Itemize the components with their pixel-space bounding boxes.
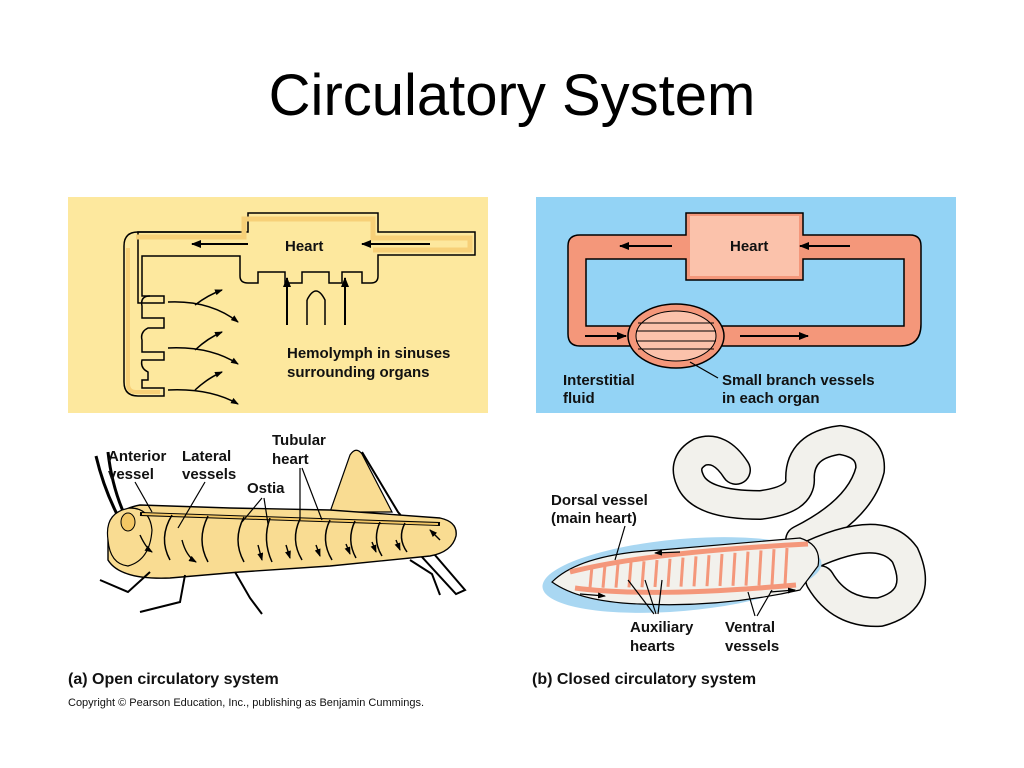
closed-heart-fill <box>690 216 799 276</box>
slide-title: Circulatory System <box>268 63 756 128</box>
grasshopper-dorsal-vessel-fill <box>141 513 439 525</box>
anterior-vessel-pointer <box>134 481 153 513</box>
worm-tail-coil-fill <box>674 426 884 554</box>
interstitial-label-2: fluid <box>563 390 595 407</box>
worm-segment-vessel <box>640 561 646 588</box>
open-arrow-out-4 <box>194 331 223 351</box>
lateral-vessels-pointer <box>177 481 206 529</box>
closed-pointer-line <box>689 361 719 379</box>
open-vessel-fill <box>126 248 160 394</box>
worm-segment-vessel <box>757 550 763 586</box>
open-vessel-left <box>123 231 240 397</box>
dorsal-label-1: Dorsal vessel <box>551 492 648 509</box>
worm-segment-vessel <box>770 549 776 586</box>
mid-leg <box>234 571 263 615</box>
dorsal-label-2: (main heart) <box>551 510 637 527</box>
open-caption: (a) Open circulatory system <box>68 671 279 688</box>
open-arrow-out-3 <box>167 347 239 365</box>
tubular-label-2: heart <box>272 451 309 468</box>
tubular-heart-pointer-2 <box>301 467 323 521</box>
aux-hearts-pointer-2 <box>644 579 657 615</box>
worm-segments <box>588 547 789 589</box>
worm-segment-vessel <box>718 553 724 587</box>
worm-segment-vessel <box>627 562 633 588</box>
worm-segment-vessel <box>601 564 607 588</box>
tubular-label-1: Tubular <box>272 432 326 449</box>
copyright-notice: Copyright © Pearson Education, Inc., pub… <box>68 697 424 709</box>
branch-label-2: in each organ <box>722 390 820 407</box>
aux-hearts-label-2: hearts <box>630 638 675 655</box>
open-arrow-out-2 <box>194 289 223 306</box>
open-arrow-up-arch <box>306 290 326 325</box>
closed-heart-label: Heart <box>730 238 768 255</box>
interstitial-label-1: Interstitial <box>563 372 635 389</box>
dorsal-vessel-pointer <box>614 525 626 561</box>
ventral-label-2: vessels <box>725 638 779 655</box>
grasshopper-eye <box>120 512 136 532</box>
lateral-label-1: Lateral <box>182 448 231 465</box>
aux-hearts-label-1: Auxiliary <box>630 619 694 636</box>
front-leg-1 <box>99 571 151 594</box>
closed-caption: (b) Closed circulatory system <box>532 671 756 688</box>
ostia-pointer-1 <box>241 497 263 523</box>
worm-segment-vessel <box>653 559 659 588</box>
earthworm-illustration: Dorsal vessel (main heart) Auxiliary hea… <box>542 424 927 655</box>
grasshopper-lateral-loops <box>163 514 408 563</box>
grasshopper-flow-arrows <box>139 529 441 563</box>
open-vessel-outer <box>137 212 476 304</box>
ventral-label-1: Ventral <box>725 619 775 636</box>
open-heart-label: Heart <box>285 238 323 255</box>
aux-hearts-pointer-1 <box>627 579 655 615</box>
hind-leg-femur <box>329 449 393 513</box>
closed-capillary-inner <box>635 310 717 362</box>
worm-segment-vessel <box>666 558 672 587</box>
worm-segment-vessel <box>692 556 698 587</box>
ventral-pointer-2 <box>756 589 773 617</box>
open-arrow-out-6 <box>194 371 223 391</box>
open-system-schematic: Heart Hemolymph in sinuses surrounding o… <box>68 197 488 413</box>
worm-flow-arrows <box>579 549 796 599</box>
anterior-label-2: vessel <box>108 466 154 483</box>
worm-ventral-vessel <box>574 582 797 595</box>
lateral-label-2: vessels <box>182 466 236 483</box>
ostia-pointer-2 <box>263 497 269 525</box>
ventral-pointer-1 <box>747 591 756 617</box>
worm-segment-vessel <box>679 557 685 587</box>
worm-segment-vessel <box>705 555 711 587</box>
worm-loop-fill <box>786 525 925 626</box>
open-sinus-label-2: surrounding organs <box>287 364 430 381</box>
branch-label-1: Small branch vessels <box>722 372 875 389</box>
worm-segment-vessel <box>744 551 750 586</box>
worm-segment-vessel <box>783 547 789 586</box>
open-vessel-fill-top <box>136 216 473 253</box>
worm-segment-vessel <box>731 552 737 586</box>
hind-leg-tibia <box>361 451 467 596</box>
grasshopper-head <box>106 507 153 567</box>
worm-segment-vessel <box>614 563 620 588</box>
open-arrow-out-5 <box>167 389 239 405</box>
anterior-label-1: Anterior <box>108 448 167 465</box>
grasshopper-illustration: Anterior vessel Lateral vessels Tubular … <box>94 432 467 615</box>
closed-system-schematic: Heart Interstitial fluid Small branch ve… <box>536 197 956 413</box>
front-leg-2 <box>139 574 186 613</box>
ostia-label: Ostia <box>247 480 285 497</box>
open-sinus-label-1: Hemolymph in sinuses <box>287 345 450 362</box>
worm-segment-vessel <box>588 565 594 589</box>
aux-hearts-pointer-3 <box>657 579 663 615</box>
open-arrow-out-1 <box>167 301 239 323</box>
hind-leg-lower <box>409 559 441 596</box>
